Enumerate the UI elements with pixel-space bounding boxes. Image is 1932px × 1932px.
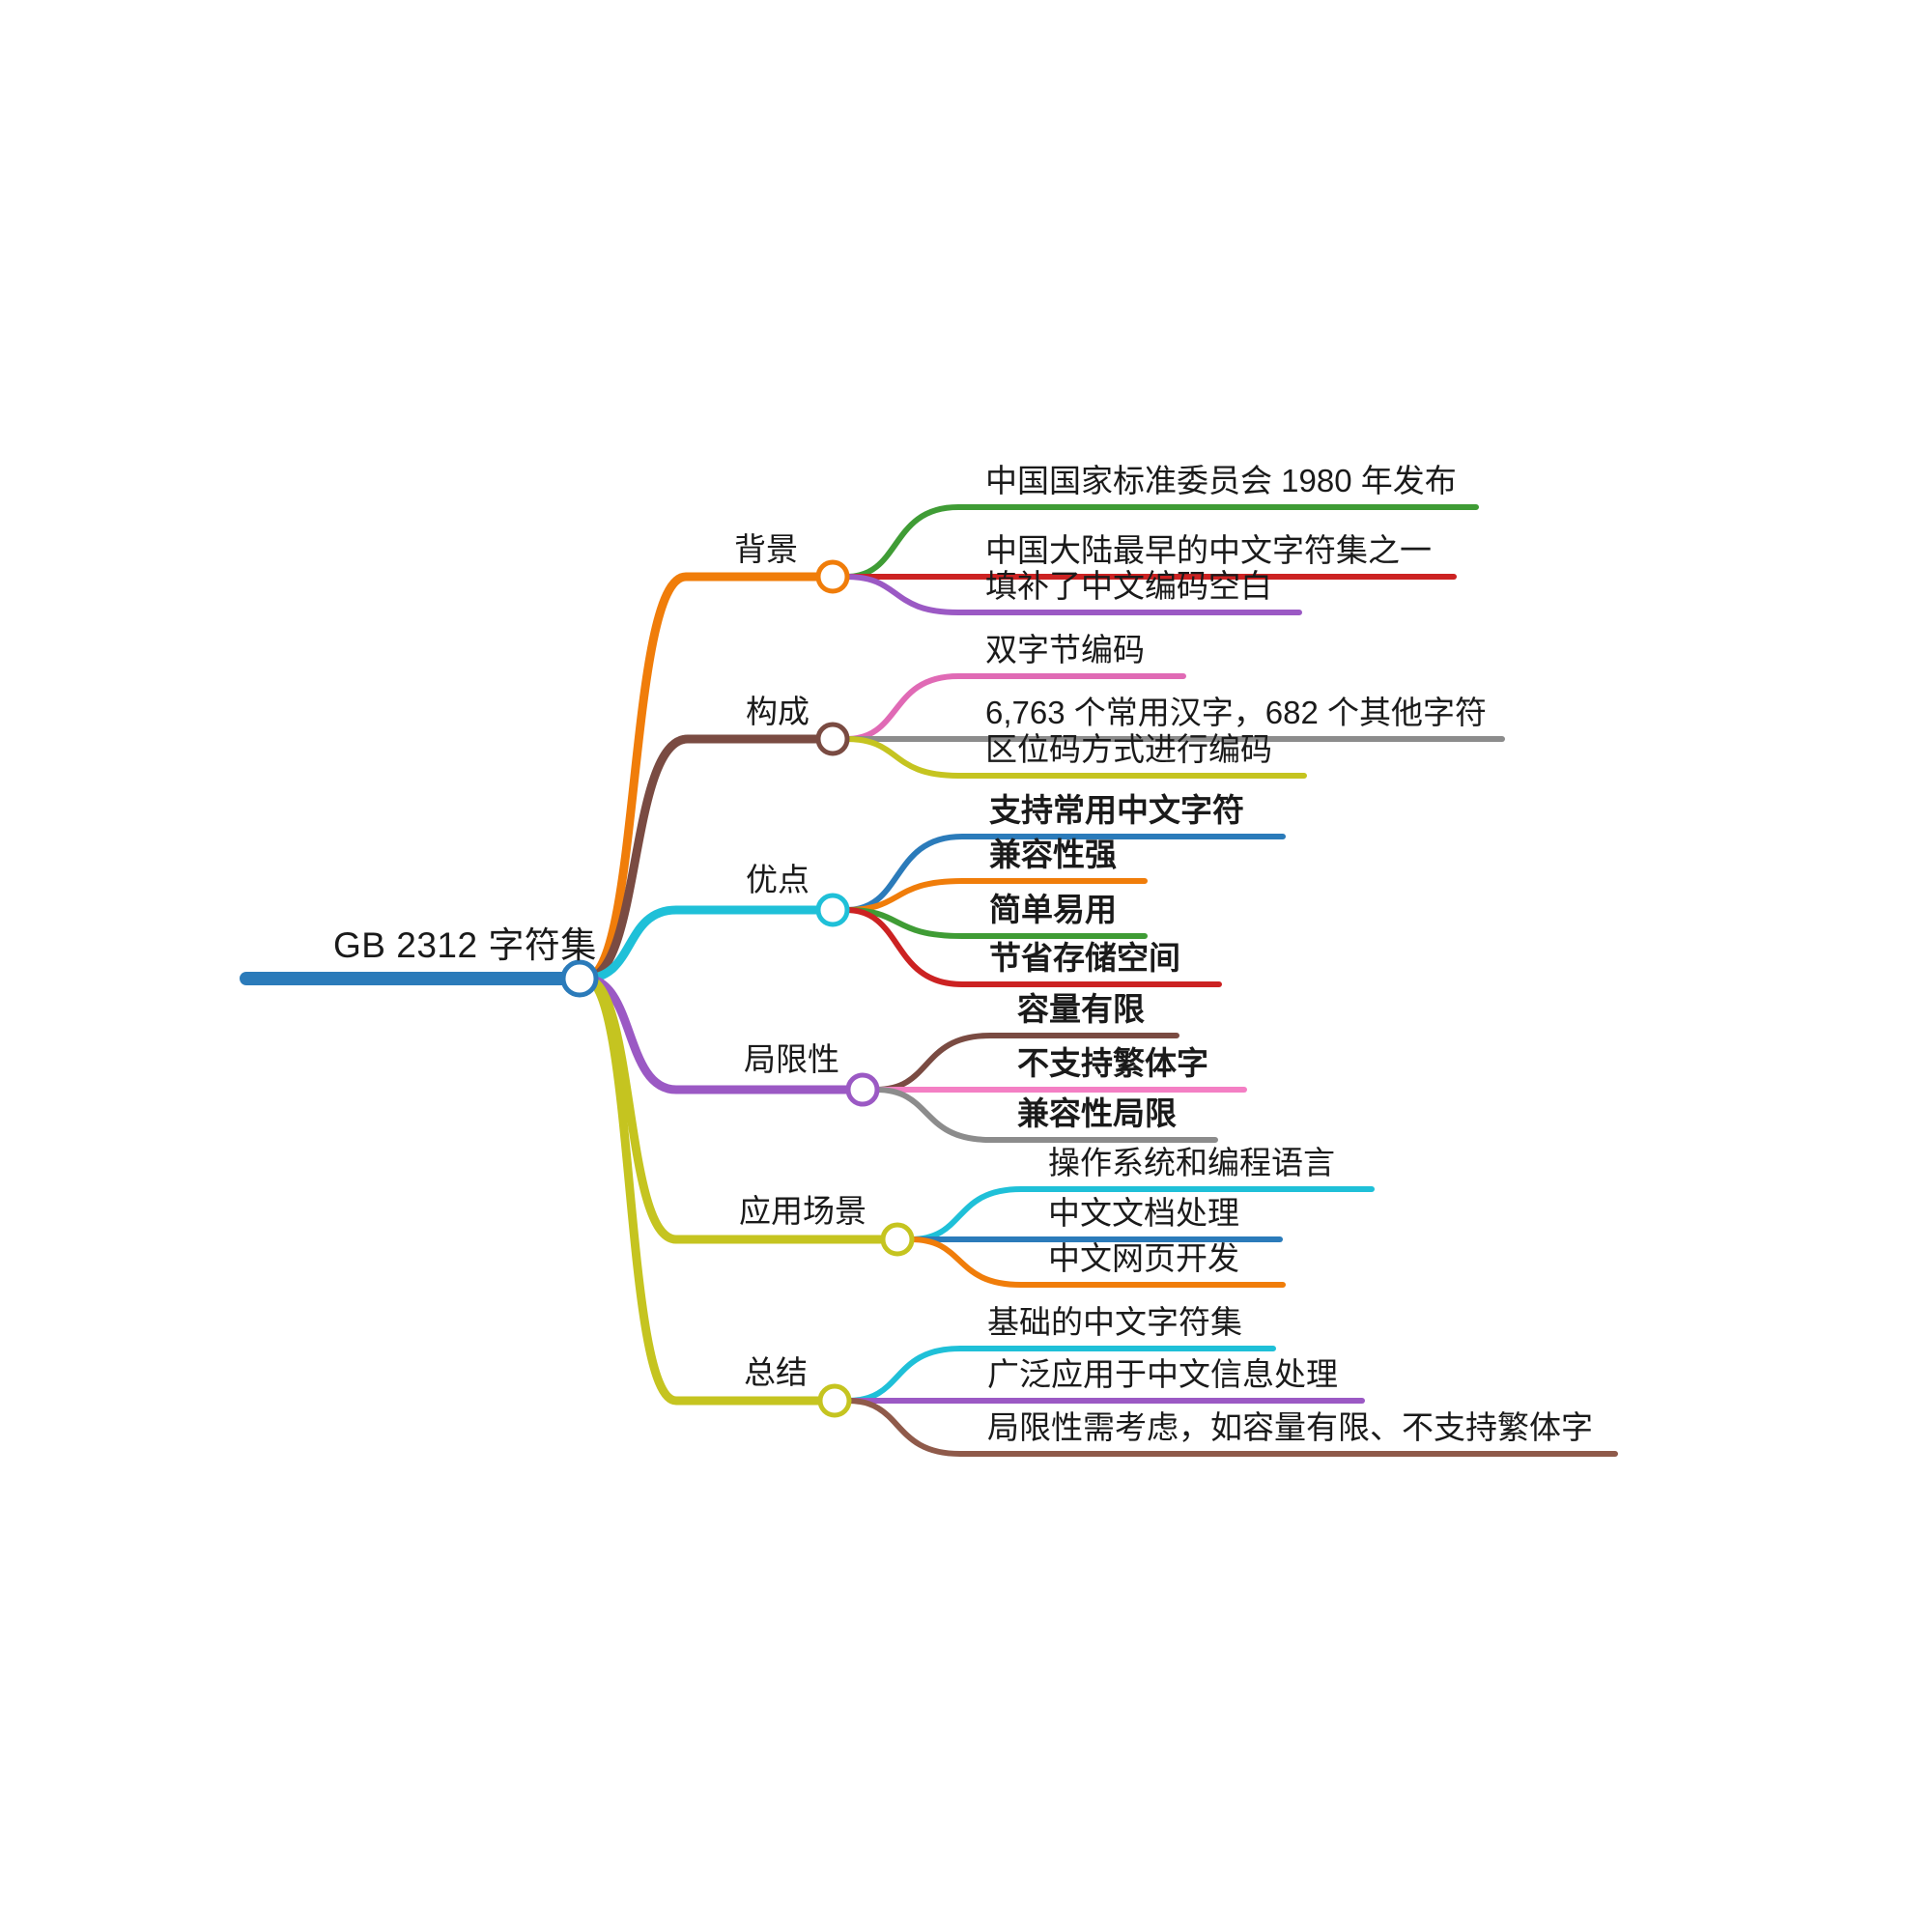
branch-node-3[interactable] xyxy=(845,1072,880,1107)
leaf-connector-1-0 xyxy=(843,673,1186,742)
leaf-label-0-2: 填补了中文编码空白 xyxy=(985,568,1272,604)
branch-node-0[interactable] xyxy=(815,559,850,594)
branch-connector-0 xyxy=(581,572,822,983)
leaf-label-4-2: 中文网页开发 xyxy=(1048,1240,1239,1276)
leaf-connector-0-2 xyxy=(843,574,1302,615)
leaf-connector-5-2 xyxy=(845,1398,1618,1457)
leaf-label-0-1: 中国大陆最早的中文字符集之一 xyxy=(985,532,1432,568)
leaf-connector-2-3 xyxy=(843,907,1222,987)
branch-label-0: 背景 xyxy=(734,531,798,567)
leaf-label-4-1: 中文文档处理 xyxy=(1048,1195,1239,1231)
leaf-label-2-1: 兼容性强 xyxy=(989,837,1117,872)
leaf-label-0-0: 中国国家标准委员会 1980 年发布 xyxy=(985,463,1457,498)
leaf-label-1-0: 双字节编码 xyxy=(985,632,1145,668)
branch-connector-5 xyxy=(581,974,824,1406)
leaf-label-2-0: 支持常用中文字符 xyxy=(989,792,1244,828)
branch-connector-1 xyxy=(581,734,822,983)
leaf-label-5-1: 广泛应用于中文信息处理 xyxy=(987,1356,1338,1392)
leaf-label-2-3: 节省存储空间 xyxy=(989,940,1180,976)
leaf-label-5-2: 局限性需考虑，如容量有限、不支持繁体字 xyxy=(987,1409,1593,1445)
branch-label-1: 构成 xyxy=(746,694,810,729)
leaf-label-1-1: 6,763 个常用汉字，682 个其他字符 xyxy=(985,695,1487,730)
leaf-label-2-2: 简单易用 xyxy=(989,892,1117,927)
leaf-connector-0-0 xyxy=(843,504,1479,580)
branch-node-1[interactable] xyxy=(815,722,850,756)
root-label: GB 2312 字符集 xyxy=(333,925,597,965)
leaf-label-4-0: 操作系统和编程语言 xyxy=(1048,1145,1335,1180)
branch-label-3: 局限性 xyxy=(744,1041,839,1077)
branch-node-2[interactable] xyxy=(815,893,850,927)
leaf-connector-3-2 xyxy=(873,1087,1218,1143)
leaf-label-5-0: 基础的中文字符集 xyxy=(987,1304,1242,1340)
leaf-label-1-2: 区位码方式进行编码 xyxy=(985,731,1272,767)
branch-node-5[interactable] xyxy=(817,1383,852,1418)
leaf-connector-1-2 xyxy=(843,736,1307,779)
branch-label-2: 优点 xyxy=(746,862,810,897)
leaf-connector-4-2 xyxy=(908,1236,1286,1288)
root-node[interactable] xyxy=(560,959,599,998)
branch-label-5: 总结 xyxy=(744,1354,808,1390)
leaf-label-3-2: 兼容性局限 xyxy=(1017,1095,1177,1131)
leaf-label-3-1: 不支持繁体字 xyxy=(1017,1045,1208,1081)
leaf-label-3-0: 容量有限 xyxy=(1017,991,1145,1027)
branch-label-4: 应用场景 xyxy=(739,1193,867,1229)
branch-connector-2 xyxy=(581,905,822,983)
branch-node-4[interactable] xyxy=(880,1222,915,1257)
